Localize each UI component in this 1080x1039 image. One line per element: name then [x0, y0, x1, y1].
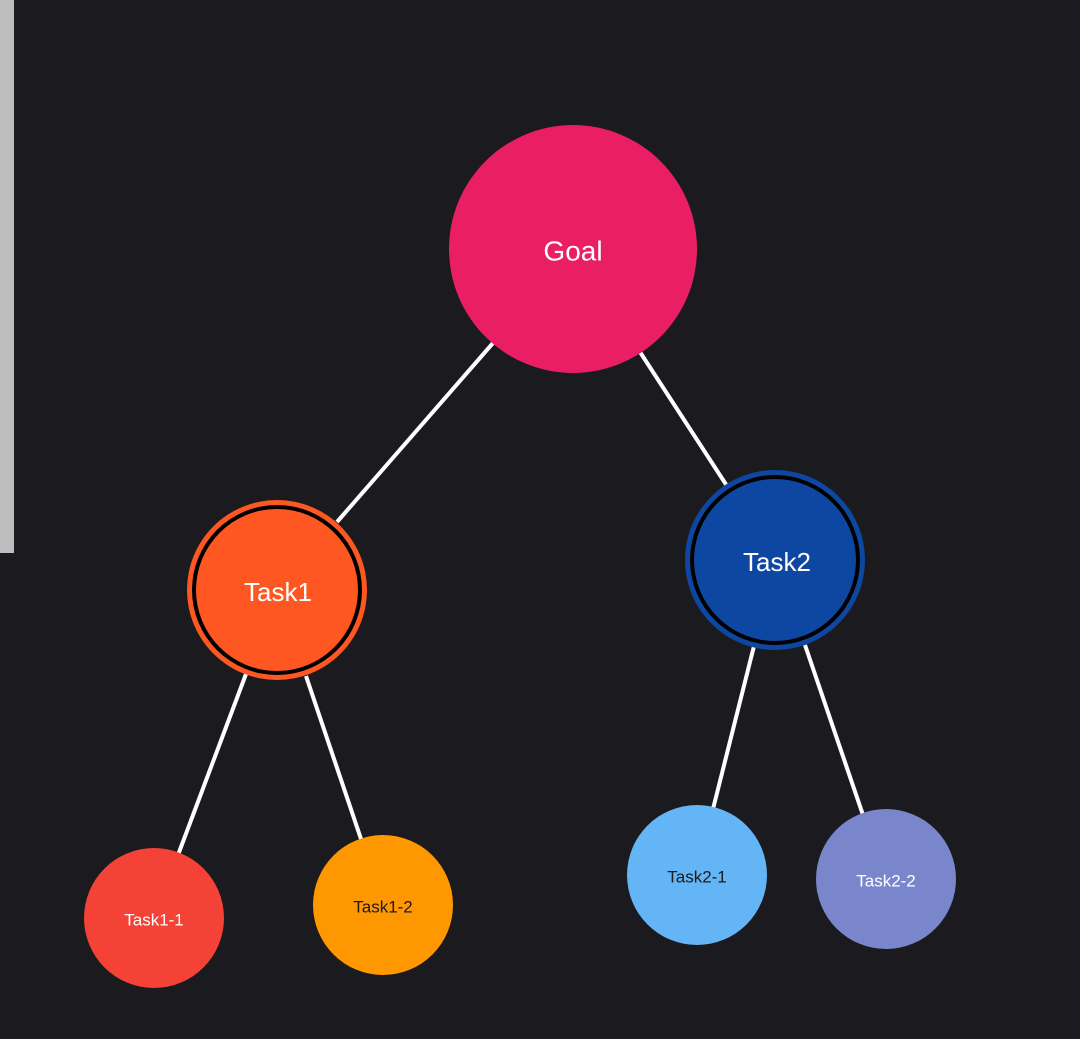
- node-goal-circle: [449, 125, 697, 373]
- edge-task2-task2-2: [803, 644, 865, 816]
- node-task1-2[interactable]: Task1-2: [313, 835, 453, 975]
- node-task1-1-label: Task1-1: [124, 911, 184, 930]
- node-task2-label: Task2: [743, 547, 811, 577]
- node-task1-2-circle: [313, 835, 453, 975]
- node-task1-1-circle: [84, 848, 224, 988]
- node-task1-2-label: Task1-2: [353, 898, 413, 917]
- node-task2-1-circle: [627, 805, 767, 945]
- edges: [176, 341, 865, 856]
- node-task1-label: Task1: [244, 577, 312, 607]
- edge-task1-task1-1: [176, 673, 248, 856]
- node-task2-2[interactable]: Task2-2: [816, 809, 956, 949]
- node-task2-1[interactable]: Task2-1: [627, 805, 767, 945]
- node-task1-1[interactable]: Task1-1: [84, 848, 224, 988]
- edge-task1-task1-2: [304, 675, 363, 840]
- node-task2-circle: [694, 479, 856, 641]
- edge-goal-task1: [335, 341, 495, 524]
- node-task2-2-circle: [816, 809, 956, 949]
- node-task2-2-label: Task2-2: [856, 872, 916, 891]
- node-task1[interactable]: Task1: [187, 500, 367, 680]
- node-task1-circle: [196, 509, 358, 671]
- side-scroll-strip[interactable]: [0, 0, 14, 553]
- node-task2[interactable]: Task2: [685, 470, 865, 650]
- edge-task2-task2-1: [711, 645, 756, 810]
- node-task2-1-label: Task2-1: [667, 868, 727, 887]
- node-goal[interactable]: Goal: [449, 125, 697, 373]
- edge-goal-task2: [638, 350, 729, 488]
- node-goal-label: Goal: [543, 236, 602, 267]
